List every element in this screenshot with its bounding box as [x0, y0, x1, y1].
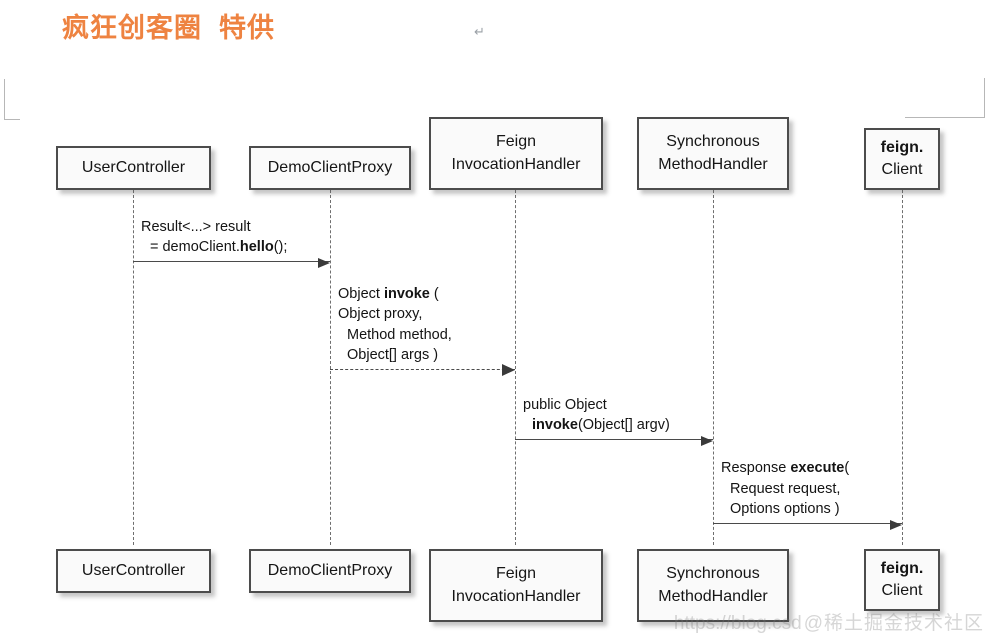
message-label-line-0: public Object [523, 396, 607, 413]
page-corner-bracket-right [905, 78, 985, 118]
message-label: Result<...> result = demoClient.hello(); [141, 217, 287, 258]
participant-box-synchronous-method-handler-top[interactable]: Synchronous MethodHandler [637, 117, 789, 190]
paragraph-mark-icon: ↵ [474, 24, 485, 39]
page-title: 疯狂创客圈 特供 [62, 13, 276, 43]
lifeline-feign-invocation-handler [515, 190, 516, 545]
message-label-line-1: = demoClient.hello(); [150, 239, 288, 256]
participant-label-line: Feign [495, 565, 537, 583]
message-arrowhead [502, 363, 515, 376]
message-msg-execute[interactable]: Response execute( Request request, Optio… [713, 455, 902, 530]
participant-label-line: Synchronous [666, 133, 760, 151]
message-label-line-1: invoke(Object[] argv) [532, 417, 670, 434]
participant-label-line: InvocationHandler [451, 587, 581, 605]
page-corner-bracket-left [4, 79, 20, 120]
participant-box-feign-invocation-handler-top[interactable]: Feign InvocationHandler [429, 117, 603, 190]
message-label-line-0: Response execute( [721, 460, 850, 477]
participant-box-user-controller-bottom[interactable]: UserController [56, 549, 211, 593]
participant-label-line: feign. [880, 559, 924, 577]
lifeline-synchronous-method-handler [713, 190, 714, 545]
message-line [330, 369, 515, 370]
message-line [713, 523, 902, 524]
participant-box-feign-invocation-handler-bottom[interactable]: Feign InvocationHandler [429, 549, 603, 622]
participant-label-line: DemoClientProxy [267, 561, 393, 579]
message-label-line-0: Result<...> result [141, 218, 251, 235]
message-label-line-1: Request request, [730, 480, 841, 497]
message-arrowhead [890, 519, 902, 530]
participant-box-demo-client-proxy-top[interactable]: DemoClientProxy [249, 146, 411, 190]
participant-label-line: Client [881, 161, 923, 178]
participant-box-synchronous-method-handler-bottom[interactable]: Synchronous MethodHandler [637, 549, 789, 622]
message-label-line-2: Method method, [347, 326, 452, 343]
participant-label-line: Feign [495, 133, 537, 151]
participant-label-line: MethodHandler [658, 587, 768, 605]
participant-label-line: UserController [81, 158, 186, 176]
participant-label-line: Synchronous [666, 565, 760, 583]
message-label-line-3: Object[] args ) [347, 347, 439, 364]
lifeline-demo-client-proxy [330, 190, 331, 545]
participant-label-line: MethodHandler [658, 155, 768, 173]
participant-label-line: UserController [81, 561, 186, 579]
participant-box-feign-client-bottom[interactable]: feign. Client [864, 549, 940, 611]
message-label: public Object invoke(Object[] argv) [523, 395, 670, 436]
message-arrowhead [701, 435, 713, 446]
participant-label-line: InvocationHandler [451, 155, 581, 173]
participant-label-line: feign. [880, 138, 924, 156]
message-label-line-2: Options options ) [730, 501, 840, 518]
lifeline-feign-client [902, 190, 903, 545]
message-label: Response execute( Request request, Optio… [721, 458, 849, 520]
message-line [133, 261, 330, 262]
watermark-account: @稀土掘金技术社区 [803, 613, 984, 634]
message-msg-hello[interactable]: Result<...> result = demoClient.hello(); [133, 214, 330, 268]
message-label: Object invoke ( Object proxy, Method met… [338, 284, 452, 366]
participant-label-line: Client [881, 582, 923, 599]
message-msg-invoke-argv[interactable]: public Object invoke(Object[] argv) [515, 392, 713, 446]
participant-box-feign-client-top[interactable]: feign. Client [864, 128, 940, 190]
lifeline-user-controller [133, 190, 134, 545]
message-arrowhead [318, 257, 330, 268]
message-line [515, 439, 713, 440]
participant-box-demo-client-proxy-bottom[interactable]: DemoClientProxy [249, 549, 411, 593]
message-msg-invoke-proxy[interactable]: Object invoke ( Object proxy, Method met… [330, 280, 515, 376]
message-label-line-0: Object invoke ( [338, 285, 439, 302]
message-label-line-1: Object proxy, [338, 306, 423, 323]
participant-label-line: DemoClientProxy [267, 158, 393, 176]
participant-box-user-controller-top[interactable]: UserController [56, 146, 211, 190]
